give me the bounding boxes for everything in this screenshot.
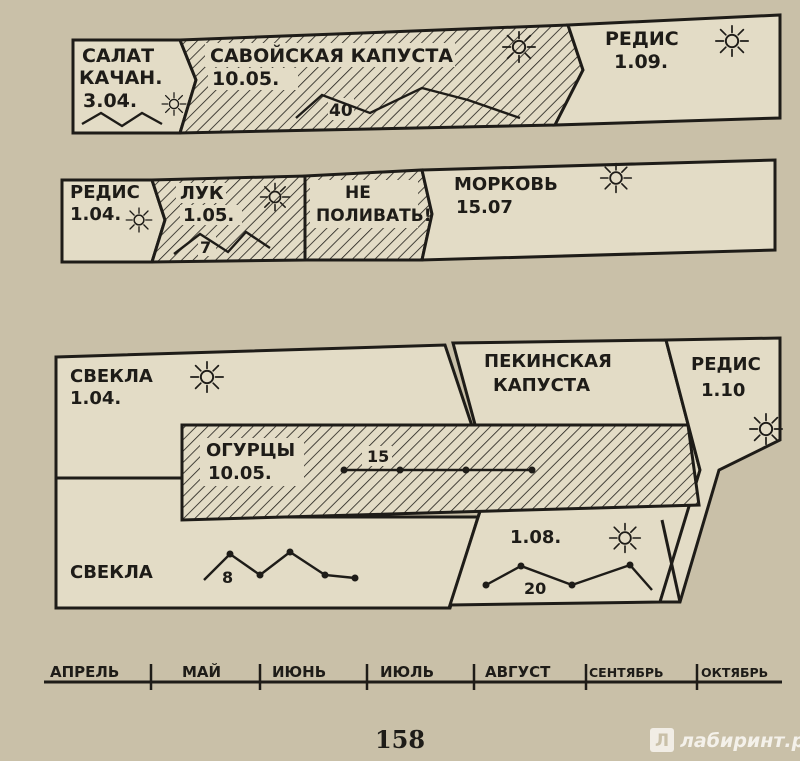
plot-radish-autumn-label: РЕДИС 1.09. xyxy=(605,28,685,73)
plot-beet-top-label: СВЕКЛА 1.04. xyxy=(70,366,159,409)
plot-cucumber-label: ОГУРЦЫ 10.05. xyxy=(206,440,301,484)
watermark: Л лабиринт.ру xyxy=(650,728,800,752)
month-august: АВГУСТ xyxy=(485,663,551,681)
bed-row-2: РЕДИС 1.04. ЛУК 1.05. 7 НЕ ПОЛИВАТЬ! МОР… xyxy=(60,158,777,264)
label-patch xyxy=(208,68,298,90)
plot-savoy-cabbage-label: САВОЙСКАЯ КАПУСТА 10.05. xyxy=(210,44,460,90)
plot-onion-label: ЛУК 1.05. xyxy=(180,183,234,226)
month-labels: АПРЕЛЬ МАЙ ИЮНЬ ИЮЛЬ АВГУСТ СЕНТЯБРЬ ОКТ… xyxy=(50,662,768,681)
plot-cucumber-cell xyxy=(180,423,701,522)
month-may: МАЙ xyxy=(182,662,221,681)
axis-ticks xyxy=(149,664,699,690)
spacing-zigzag-icon xyxy=(173,230,271,255)
label-patch xyxy=(205,43,455,67)
plot-radish-autumn-cell xyxy=(552,13,782,127)
plot-carrot-label: МОРКОВЬ 15.07 xyxy=(454,174,564,218)
bed-row-3: СВЕКЛА 1.04. ПЕКИНСКАЯ КАПУСТА РЕДИС 1.1… xyxy=(54,336,784,610)
month-september: СЕНТЯБРЬ xyxy=(589,665,664,680)
divider xyxy=(660,519,682,603)
plot-radish-late-label: РЕДИС 1.10 xyxy=(691,354,767,401)
plot-chinese-cabbage-date: 1.08. xyxy=(510,527,561,548)
month-july: ИЮЛЬ xyxy=(380,663,434,681)
watermark-text: лабиринт.ру xyxy=(680,730,800,752)
plot-onion-spacing: 7 xyxy=(200,238,211,257)
spacing-zigzag-icon xyxy=(295,86,521,120)
watermark-logo-icon xyxy=(650,728,674,752)
label-patch xyxy=(362,446,392,466)
watermark-logo-letter: Л xyxy=(655,731,669,751)
plot-carrot-cell xyxy=(420,158,777,262)
label-patch xyxy=(310,180,418,228)
plot-beet-bottom-spacing: 8 xyxy=(222,568,233,587)
plot-beet-bottom-label: СВЕКЛА xyxy=(70,562,153,583)
month-axis: АПРЕЛЬ МАЙ ИЮНЬ ИЮЛЬ АВГУСТ СЕНТЯБРЬ ОКТ… xyxy=(44,662,782,690)
month-october: ОКТЯБРЬ xyxy=(701,665,768,680)
month-june: ИЮНЬ xyxy=(272,663,326,681)
plot-salad-label: САЛАТ КАЧАН. 3.04. xyxy=(79,45,169,112)
spacing-dots xyxy=(482,561,634,589)
plot-savoy-cabbage-spacing: 40 xyxy=(329,101,353,121)
page-number: 158 xyxy=(375,725,425,754)
plot-cucumber-spacing: 15 xyxy=(367,447,389,466)
spacing-dots xyxy=(340,466,536,474)
plot-radish-spring-label: РЕДИС 1.04. xyxy=(70,182,146,225)
spacing-zigzag-icon xyxy=(81,111,163,128)
plot-chinese-cabbage-spacing: 20 xyxy=(524,579,546,598)
month-april: АПРЕЛЬ xyxy=(50,663,119,681)
plot-chinese-cabbage-label: ПЕКИНСКАЯ КАПУСТА xyxy=(484,351,618,396)
label-patch xyxy=(200,438,304,486)
spacing-dots xyxy=(226,548,359,582)
spacing-zigzag-icon xyxy=(203,550,356,581)
bed-row-1: САЛАТ КАЧАН. 3.04. САВОЙСКАЯ КАПУСТА 10.… xyxy=(71,13,782,135)
plot-no-watering-label: НЕ ПОЛИВАТЬ! xyxy=(316,183,431,226)
label-patch xyxy=(180,205,242,225)
label-patch xyxy=(176,183,226,203)
